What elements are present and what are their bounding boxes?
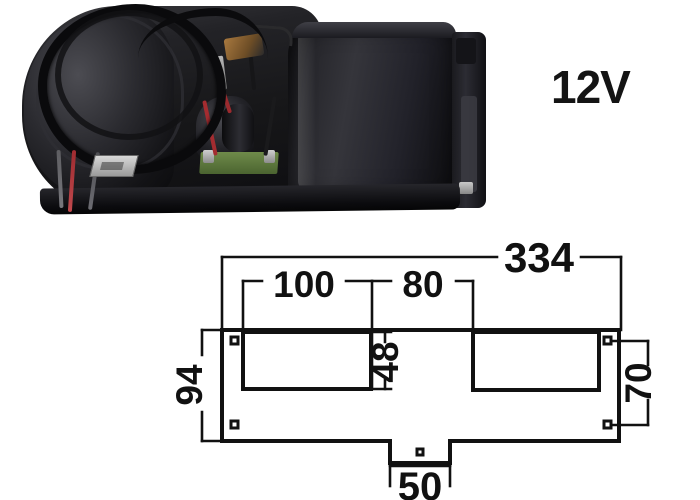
mount-hole-bl — [229, 419, 240, 430]
dim-text-94: 94 — [169, 364, 210, 406]
fan-drum-top-edge — [292, 22, 456, 38]
coiled-cable-inner — [55, 10, 203, 140]
dim-text-50: 50 — [398, 465, 443, 500]
dim-text-100: 100 — [273, 264, 335, 305]
left-opening — [241, 330, 373, 391]
board-terminal-left — [203, 150, 214, 163]
spec-label-plate — [89, 155, 139, 177]
dim-text-70: 70 — [618, 362, 659, 403]
bracket-tab — [456, 38, 476, 64]
dim-text-334: 334 — [504, 234, 575, 281]
fan-drum — [288, 22, 460, 200]
dim-text-80: 80 — [402, 264, 443, 305]
voltage-label: 12V — [551, 61, 631, 113]
mount-hole-tr — [602, 335, 613, 346]
cable-tail — [138, 8, 268, 58]
right-opening — [471, 330, 601, 392]
board-terminal-right — [264, 150, 275, 163]
fan-drum-highlight — [298, 30, 316, 190]
bracket-slot — [461, 96, 477, 192]
mount-hole-tl — [229, 335, 240, 346]
mount-hole-br — [602, 419, 613, 430]
bracket-screw — [459, 182, 473, 194]
mounting-holes — [229, 335, 613, 457]
dim-text-48: 48 — [365, 341, 406, 382]
base-rail — [39, 183, 461, 215]
product-photo — [0, 0, 520, 230]
mount-hole-tab — [415, 447, 425, 457]
housing-outline — [220, 328, 621, 465]
